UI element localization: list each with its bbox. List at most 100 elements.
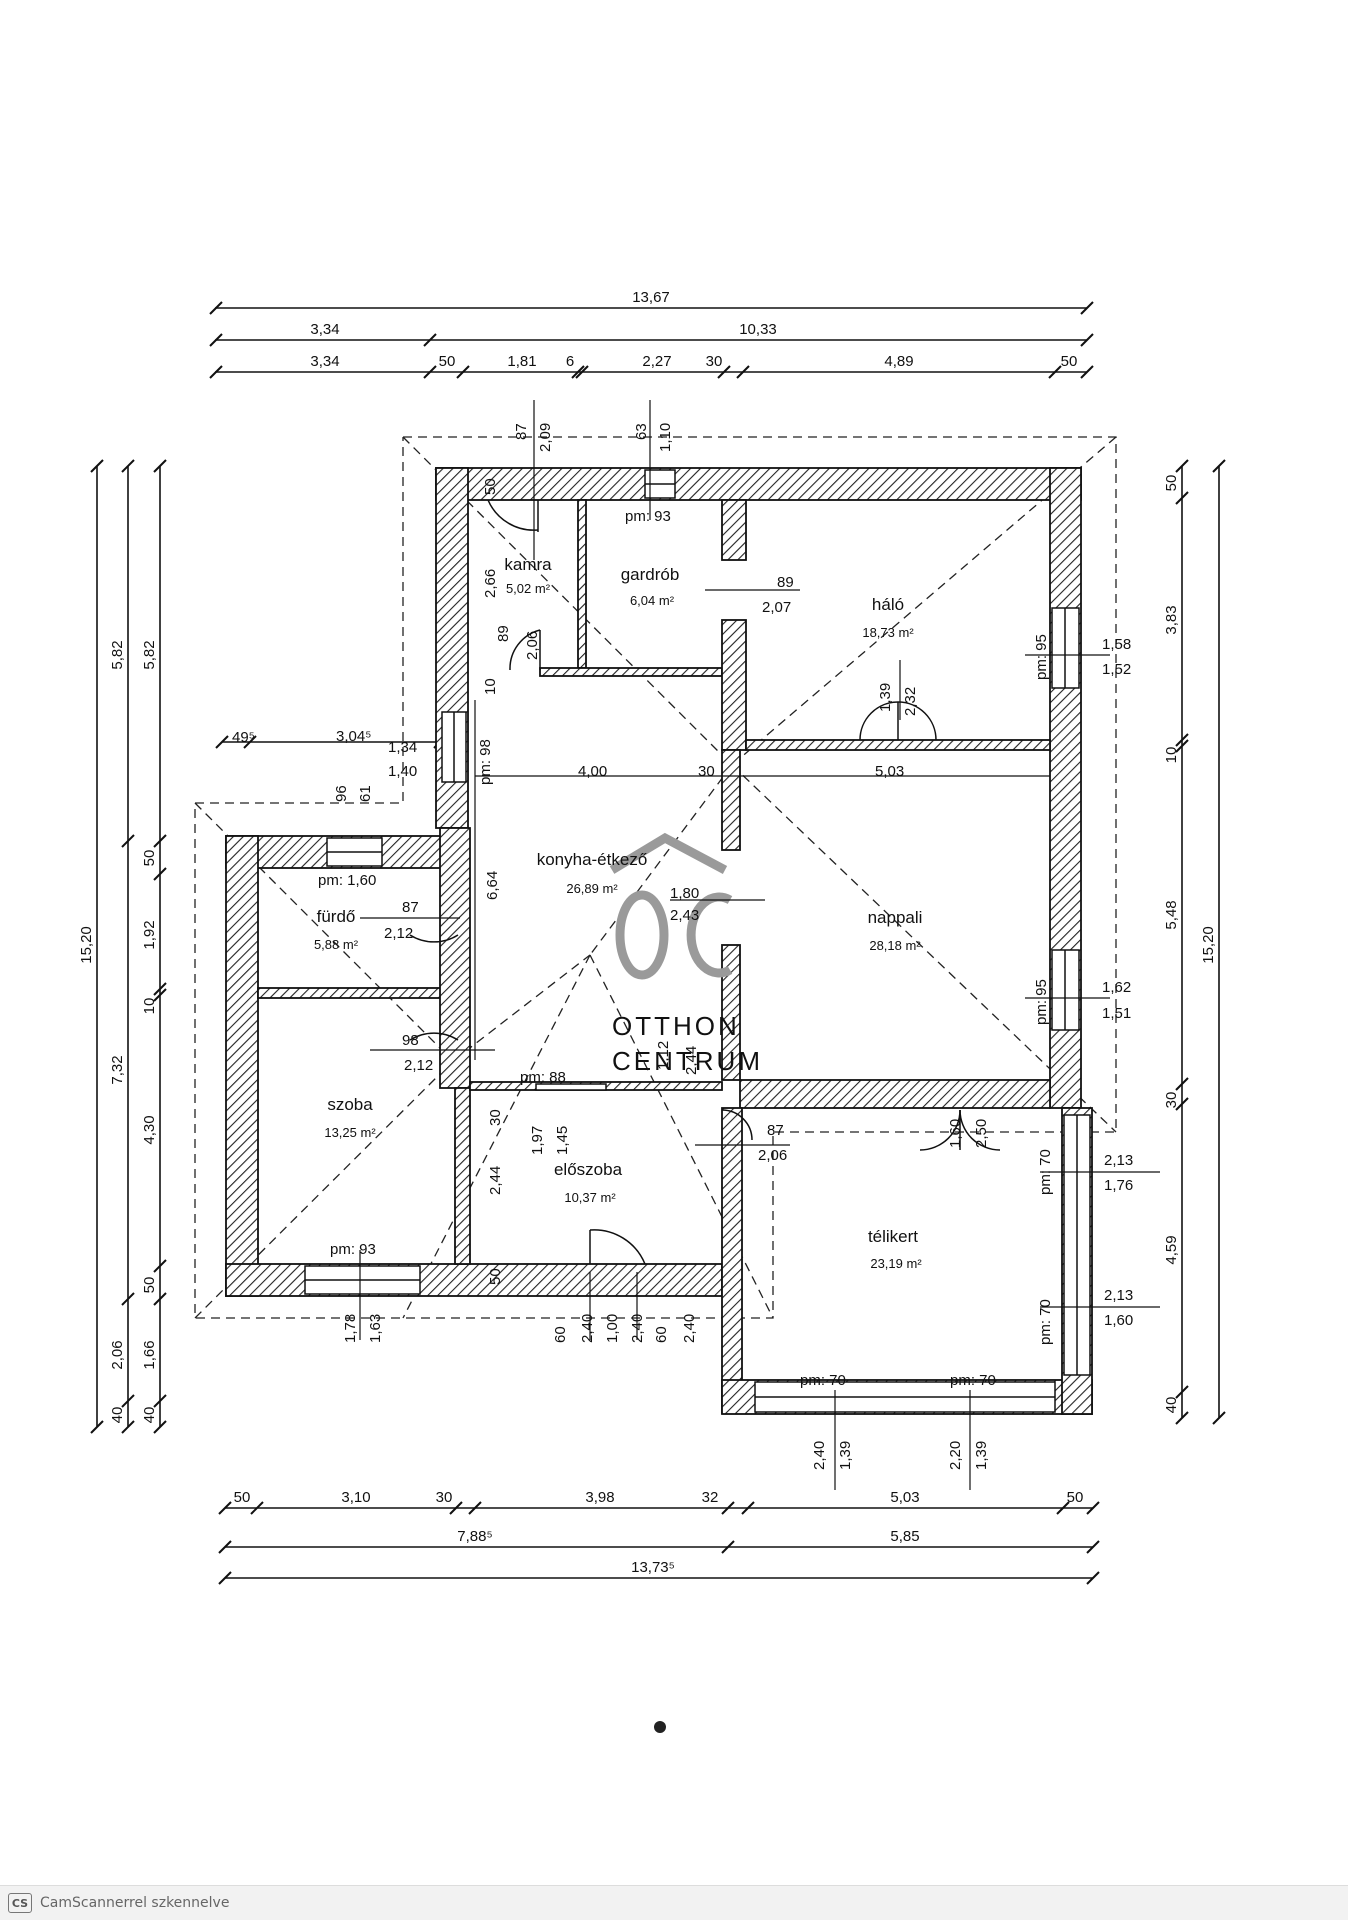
label-tk-220: 2,20	[947, 1441, 964, 1470]
label-elo-30: 30	[487, 1109, 504, 1126]
label-bot-100: 1,00	[604, 1314, 621, 1343]
dim-bottom-row1: 50	[1067, 1489, 1084, 1506]
room-name-telikert: télikert	[868, 1227, 918, 1246]
dim-left-inner: 5,82	[141, 640, 158, 669]
room-area-nappali: 28,18 m²	[869, 938, 921, 953]
dim-left-inner: 4,30	[141, 1115, 158, 1144]
room-name-furdo: fürdő	[317, 907, 356, 926]
dim-top-row3: 50	[1061, 353, 1078, 370]
label-szoba-163: 1,63	[367, 1314, 384, 1343]
watermark-bottom: CENTRUM	[612, 1046, 763, 1076]
label-konyha-w: 4,00	[578, 763, 607, 780]
label-elo-206: 2,06	[758, 1147, 787, 1164]
label-furdo-61: 61	[357, 785, 374, 802]
dim-bottom-row1: 30	[436, 1489, 453, 1506]
room-area-gardrob: 6,04 m²	[630, 593, 675, 608]
label-halo-pm: pm: 95	[1033, 634, 1050, 680]
dim-bottom-row1: 5,03	[890, 1489, 919, 1506]
label-elo-197: 1,97	[529, 1126, 546, 1155]
room-name-gardrob: gardrób	[621, 565, 680, 584]
dim-top-row3: 30	[706, 353, 723, 370]
label-nappali-win-b: 1,51	[1102, 1005, 1131, 1022]
room-name-szoba: szoba	[327, 1095, 373, 1114]
label-kamra-10: 10	[482, 678, 499, 695]
label-tk-pm70a: pm: 70	[1037, 1149, 1054, 1195]
dim-right-inner: 30	[1163, 1092, 1180, 1109]
label-gard-207: 2,07	[762, 599, 791, 616]
dim-top-row3: 6	[566, 353, 574, 370]
label-szoba-pm: pm: 93	[330, 1241, 376, 1258]
dim-bottom-row2: 7,88⁵	[457, 1528, 492, 1545]
room-name-konyha: konyha-étkező	[537, 850, 648, 869]
scanner-footer: CS CamScannerrel szkennelve	[0, 1885, 1348, 1920]
dim-left-inner: 50	[141, 850, 158, 867]
label-gard-door-b: 1,10	[657, 423, 674, 452]
label-kamra-50: 50	[482, 478, 499, 495]
label-szoba-98: 98	[402, 1032, 419, 1049]
room-name-halo: háló	[872, 595, 904, 614]
dim-bottom-total: 13,73⁵	[631, 1559, 675, 1576]
dim-top-row3: 3,34	[310, 353, 339, 370]
label-szoba-178: 1,78	[342, 1314, 359, 1343]
dim-bottom-row1: 3,98	[585, 1489, 614, 1506]
label-left-width: 3,04⁵	[336, 728, 371, 745]
dim-bottom-row1: 50	[234, 1489, 251, 1506]
label-bot-240c: 2,40	[681, 1314, 698, 1343]
dim-right-inner: 50	[1163, 475, 1180, 492]
dim-top-row3: 50	[439, 353, 456, 370]
dim-left-outer: 15,20	[78, 926, 95, 964]
dim-top-row3: 4,89	[884, 353, 913, 370]
label-nappali-win-a: 1,62	[1102, 979, 1131, 996]
label-left-offset: 49⁵	[232, 729, 255, 746]
label-gard-pm: pm: 93	[625, 508, 671, 525]
ink-dot	[654, 1721, 666, 1733]
label-tk-139b: 1,39	[973, 1441, 990, 1470]
label-halo-win-a: 1,58	[1102, 636, 1131, 653]
top-dimension-texts: 13,67 3,34 10,33 3,34 50 1,81 6 2,27 30 …	[310, 289, 1077, 370]
windows	[304, 469, 1091, 1413]
label-halo-door-b: 2,32	[902, 687, 919, 716]
label-konyha-112: 1,12	[655, 1041, 672, 1070]
label-konyha-pm: pm: 98	[477, 739, 494, 785]
room-area-halo: 18,73 m²	[862, 625, 914, 640]
dim-right-inner: 40	[1163, 1397, 1180, 1414]
dim-top-row2: 3,34	[310, 321, 339, 338]
label-tk-213b: 2,13	[1104, 1287, 1133, 1304]
label-konyha-h: 6,64	[484, 871, 501, 900]
room-area-kamra: 5,02 m²	[506, 581, 551, 596]
bottom-dimension-texts: 50 3,10 30 3,98 32 5,03 50 7,88⁵ 5,85 13…	[234, 1489, 1084, 1576]
label-nappali-door-a: 1,60	[947, 1119, 964, 1148]
label-tk-pm70d: pm: 70	[950, 1372, 996, 1389]
room-area-telikert: 23,19 m²	[870, 1256, 922, 1271]
label-bot-60a: 60	[552, 1326, 569, 1343]
dim-left-inner: 10	[141, 998, 158, 1015]
label-halo-door-a: 1,39	[877, 683, 894, 712]
label-bot-60b: 60	[653, 1326, 670, 1343]
label-tk-176: 1,76	[1104, 1177, 1133, 1194]
room-area-eloszoba: 10,37 m²	[564, 1190, 616, 1205]
label-konyha-243: 2,43	[670, 907, 699, 924]
label-tk-pm70b: pm: 70	[1037, 1299, 1054, 1345]
label-bot-240a: 2,40	[579, 1314, 596, 1343]
label-tk-240: 2,40	[811, 1441, 828, 1470]
label-kamra-ddoor-a: 89	[495, 625, 512, 642]
label-furdo-87: 87	[402, 899, 419, 916]
dim-bottom-row2: 5,85	[890, 1528, 919, 1545]
dim-top-row2: 10,33	[739, 321, 777, 338]
label-elo-244: 2,44	[487, 1166, 504, 1195]
label-konyha-pm88: pm: 88	[520, 1069, 566, 1086]
dimension-lines	[96, 307, 1220, 1579]
dim-left-inner: 1,66	[141, 1340, 158, 1369]
label-konyha-180: 1,80	[670, 885, 699, 902]
label-kamra-ddoor-b: 2,06	[524, 631, 541, 660]
label-tk-213a: 2,13	[1104, 1152, 1133, 1169]
label-kamra-door-a: 87	[513, 423, 530, 440]
label-kamra-door-b: 2,09	[537, 423, 554, 452]
room-area-szoba: 13,25 m²	[324, 1125, 376, 1140]
dim-left-inner: 1,92	[141, 920, 158, 949]
doors	[409, 499, 1001, 1265]
label-tk-160: 1,60	[1104, 1312, 1133, 1329]
dim-right-inner: 4,59	[1163, 1235, 1180, 1264]
dim-top-row3: 1,81	[507, 353, 536, 370]
interior-dimension-lines	[359, 400, 1160, 1490]
